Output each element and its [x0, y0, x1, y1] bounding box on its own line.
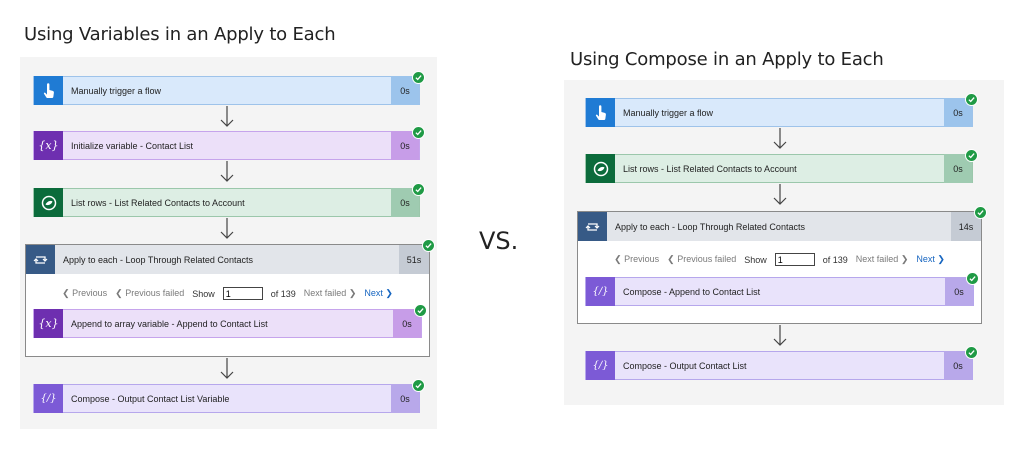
step-label: Compose - Output Contact List [623, 360, 747, 371]
success-check-icon [412, 379, 425, 392]
success-check-icon [422, 239, 435, 252]
left-trigger-step[interactable]: Manually trigger a flow 0s [33, 71, 425, 105]
right-compose-output-step[interactable]: {∕} Compose - Output Contact List 0s [585, 346, 978, 380]
success-check-icon [965, 93, 978, 106]
step-label: Initialize variable - Contact List [71, 140, 194, 151]
step-label: Compose - Append to Contact List [623, 286, 761, 297]
compose-icon: {∕} [586, 277, 615, 306]
right-list-rows-step[interactable]: List rows - List Related Contacts to Acc… [585, 149, 978, 183]
arrow-down-icon [220, 161, 234, 182]
success-check-icon [974, 206, 987, 219]
variable-icon: {x} [34, 309, 63, 338]
next-failed-button[interactable]: Next failed ❯ [303, 288, 357, 298]
arrow-down-icon [773, 184, 787, 205]
success-check-icon [966, 272, 979, 285]
arrow-down-icon [220, 358, 234, 379]
step-label: Manually trigger a flow [71, 85, 162, 96]
loop-header[interactable]: Apply to each - Loop Through Related Con… [578, 212, 981, 241]
success-check-icon [412, 183, 425, 196]
next-button[interactable]: Next ❯ [364, 288, 393, 298]
step-label: Append to array variable - Append to Con… [71, 318, 268, 329]
arrow-down-icon [220, 218, 234, 239]
show-label: Show [744, 254, 767, 265]
loop-header[interactable]: Apply to each - Loop Through Related Con… [26, 245, 429, 274]
success-check-icon [412, 71, 425, 84]
touch-hand-icon [34, 76, 63, 105]
step-label: List rows - List Related Contacts to Acc… [71, 197, 245, 208]
dataverse-icon [586, 154, 615, 183]
left-title: Using Variables in an Apply to Each [24, 24, 336, 45]
iteration-count: of 139 [270, 288, 296, 299]
right-title: Using Compose in an Apply to Each [570, 49, 884, 70]
left-compose-output-step[interactable]: {∕} Compose - Output Contact List Variab… [33, 379, 425, 413]
left-apply-to-each[interactable]: Apply to each - Loop Through Related Con… [25, 239, 435, 357]
show-label: Show [192, 288, 215, 299]
success-check-icon [414, 304, 427, 317]
touch-hand-icon [586, 98, 615, 127]
compose-icon: {∕} [34, 384, 63, 413]
loop-pager: ❮ Previous ❮ Previous failed Show of 139… [578, 253, 981, 266]
previous-button[interactable]: ❮ Previous [62, 288, 108, 298]
compose-icon: {∕} [586, 351, 615, 380]
previous-failed-button[interactable]: ❮ Previous failed [115, 288, 185, 298]
loop-label: Apply to each - Loop Through Related Con… [615, 221, 805, 232]
left-append-step[interactable]: {x} Append to array variable - Append to… [33, 304, 427, 338]
variable-icon: {x} [34, 131, 63, 160]
right-compose-append-step[interactable]: {∕} Compose - Append to Contact List 0s [585, 272, 979, 306]
arrow-down-icon [773, 128, 787, 149]
arrow-down-icon [220, 106, 234, 127]
loop-pager: ❮ Previous ❮ Previous failed Show of 139… [26, 287, 429, 300]
left-init-variable-step[interactable]: {x} Initialize variable - Contact List 0… [33, 126, 425, 160]
previous-failed-button[interactable]: ❮ Previous failed [667, 254, 737, 264]
next-failed-button[interactable]: Next failed ❯ [855, 254, 909, 264]
vs-text: VS. [479, 227, 519, 255]
loop-icon [26, 245, 55, 274]
loop-label: Apply to each - Loop Through Related Con… [63, 254, 253, 265]
success-check-icon [965, 346, 978, 359]
previous-button[interactable]: ❮ Previous [614, 254, 660, 264]
dataverse-icon [34, 188, 63, 217]
left-flow-panel [20, 57, 437, 429]
step-label: Compose - Output Contact List Variable [71, 393, 230, 404]
step-duration: 0s [944, 154, 972, 183]
success-check-icon [412, 126, 425, 139]
loop-icon [578, 212, 607, 241]
arrow-down-icon [773, 325, 787, 346]
success-check-icon [965, 149, 978, 162]
iteration-input[interactable] [222, 287, 263, 300]
right-apply-to-each[interactable]: Apply to each - Loop Through Related Con… [577, 206, 987, 324]
step-label: List rows - List Related Contacts to Acc… [623, 163, 797, 174]
step-label: Manually trigger a flow [623, 107, 714, 118]
next-button[interactable]: Next ❯ [916, 254, 945, 264]
left-list-rows-step[interactable]: List rows - List Related Contacts to Acc… [33, 183, 425, 217]
iteration-input[interactable] [774, 253, 815, 266]
iteration-count: of 139 [822, 254, 848, 265]
right-trigger-step[interactable]: Manually trigger a flow 0s [585, 93, 978, 127]
